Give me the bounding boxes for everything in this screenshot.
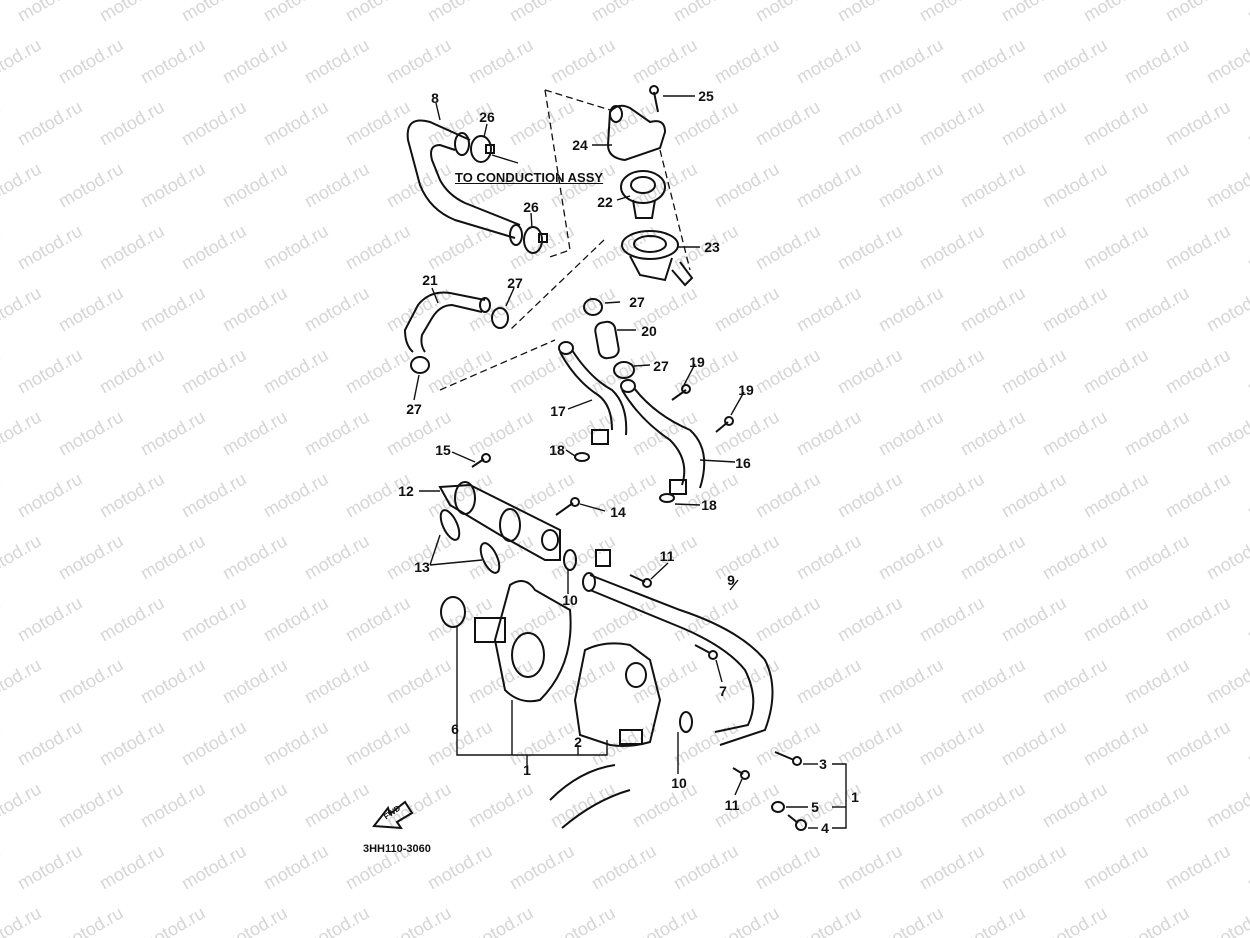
callout-27-c: 27: [629, 294, 645, 310]
diagram-code: 3HH110-3060: [363, 843, 431, 855]
oring-13-a: [439, 509, 461, 541]
hose-clamp-26-upper: [470, 135, 495, 163]
bolt-14: [555, 497, 580, 516]
callout-17: 17: [550, 403, 566, 419]
callout-15: 15: [435, 442, 451, 458]
callout-10-a: 10: [562, 592, 578, 608]
callout-1-pump: 1: [523, 762, 531, 778]
callout-7: 7: [719, 683, 727, 699]
bolt-15: [471, 453, 491, 468]
callout-27-d: 27: [653, 358, 669, 374]
callout-11-a: 11: [659, 548, 675, 564]
fwd-arrow-icon: [372, 800, 414, 830]
oring-10-b: [679, 711, 693, 733]
callout-12: 12: [398, 483, 414, 499]
callout-26-upper: 26: [479, 109, 495, 125]
water-pump-cover: [474, 580, 572, 703]
washer-5: [771, 801, 785, 813]
pipe-9: [582, 549, 774, 746]
hose-21: [403, 291, 491, 353]
callout-19-b: 19: [738, 382, 754, 398]
bolt-4: [787, 814, 807, 831]
thermostat-cover-24: [606, 104, 667, 162]
oring-10-a: [563, 549, 577, 571]
callout-22: 22: [597, 194, 613, 210]
callout-20: 20: [641, 323, 657, 339]
oring-18-b: [659, 493, 675, 503]
bolt-11-a: [629, 574, 652, 588]
bolt-19-a: [671, 384, 691, 401]
callout-25: 25: [698, 88, 714, 104]
bolt-25: [649, 85, 659, 113]
callout-23: 23: [704, 239, 720, 255]
callout-18-a: 18: [549, 442, 565, 458]
bolt-11-b: [732, 767, 750, 780]
callout-8: 8: [431, 90, 439, 106]
callout-18-b: 18: [701, 497, 717, 513]
callout-21: 21: [422, 272, 438, 288]
hose-outline: [549, 764, 631, 829]
pipe-17: [558, 341, 628, 445]
hose-clamp-27-b: [410, 356, 430, 374]
callout-14: 14: [610, 504, 626, 520]
hose-8: [406, 119, 523, 246]
callout-27-a: 27: [507, 275, 523, 291]
hose-20: [594, 320, 620, 360]
hose-clamp-27-a: [491, 307, 509, 329]
callout-16: 16: [735, 455, 751, 471]
callout-4: 4: [821, 820, 829, 836]
thermostat-22: [620, 170, 666, 219]
hose-clamp-27-c: [583, 298, 603, 316]
oring-13-b: [479, 542, 501, 574]
callout-27-b: 27: [406, 401, 422, 417]
hose-clamp-26-lower: [523, 226, 548, 254]
callout-11-b: 11: [724, 797, 740, 813]
pipe-16: [620, 379, 706, 495]
bolt-7: [694, 644, 718, 660]
callout-6: 6: [451, 721, 459, 737]
callout-19-a: 19: [689, 354, 705, 370]
pipe-12: [438, 481, 561, 561]
water-pump-housing-2: [573, 642, 662, 747]
hose-clamp-27-d: [613, 361, 635, 379]
oring-6: [440, 596, 466, 628]
leader-lines: [413, 89, 847, 829]
callout-26-lower: 26: [523, 199, 539, 215]
callout-2: 2: [574, 734, 582, 750]
callout-5: 5: [811, 799, 819, 815]
thermostat-housing-23: [621, 230, 694, 287]
callout-24: 24: [572, 137, 588, 153]
conduction-assy-note: TO CONDUCTION ASSY: [455, 170, 604, 185]
callout-13: 13: [414, 559, 430, 575]
callout-9: 9: [727, 572, 735, 588]
callout-10-b: 10: [671, 775, 687, 791]
callout-1-bolts: 1: [851, 789, 859, 805]
oring-18-a: [574, 452, 590, 462]
callout-3: 3: [819, 756, 827, 772]
bolt-19-b: [715, 416, 734, 433]
bolt-3: [774, 751, 802, 766]
